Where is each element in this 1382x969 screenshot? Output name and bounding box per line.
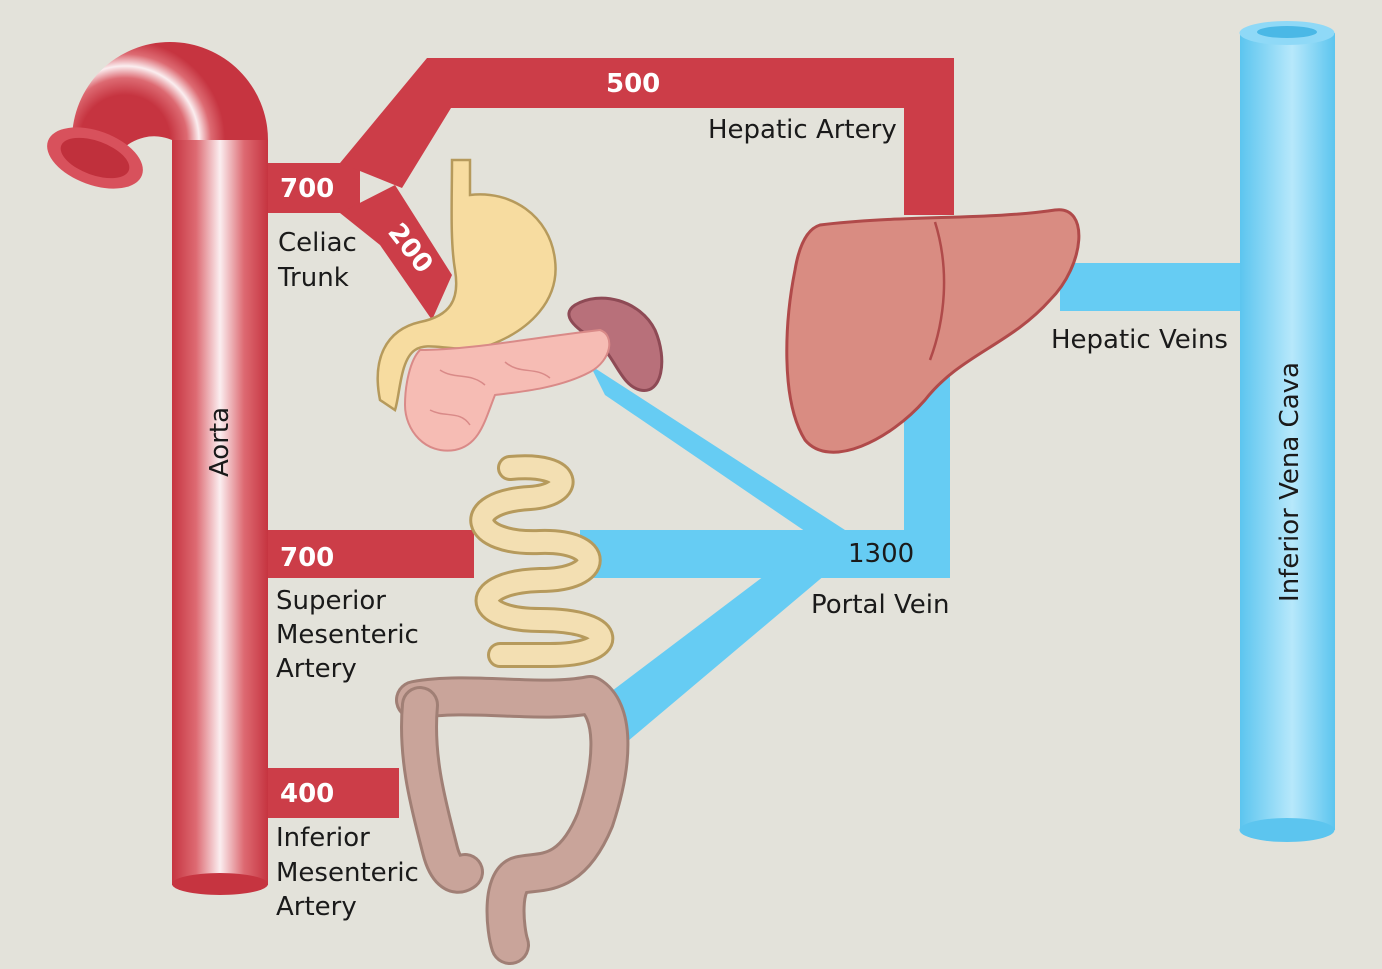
hepatic-artery (340, 58, 954, 215)
small-intestine (469, 454, 615, 668)
celiac-trunk-label-1: Celiac (278, 228, 357, 258)
portal-vein-label: Portal Vein (811, 590, 949, 620)
celiac-branch-artery (340, 185, 452, 320)
inferior-mesenteric-artery (262, 768, 399, 818)
aorta-label: Aorta (205, 407, 235, 477)
superior-mesenteric-artery (262, 530, 474, 578)
inferior-mesenteric-artery-flow: 400 (280, 779, 334, 809)
hepatic-artery-label: Hepatic Artery (708, 115, 897, 145)
inferior-vena-cava-label: Inferior Vena Cava (1275, 362, 1305, 602)
superior-mesenteric-label-3: Artery (276, 654, 357, 684)
inferior-mesenteric-label-2: Mesenteric (276, 858, 419, 888)
hepatic-veins-label: Hepatic Veins (1051, 325, 1228, 355)
hepatic-artery-flow: 500 (606, 69, 660, 99)
superior-mesenteric-label-1: Superior (276, 586, 386, 616)
pancreas (403, 328, 611, 452)
celiac-trunk (262, 58, 954, 320)
stomach (376, 158, 557, 412)
superior-mesenteric-artery-flow: 700 (280, 543, 334, 573)
superior-mesenteric-label-2: Mesenteric (276, 620, 419, 650)
colon (395, 675, 630, 965)
liver (785, 208, 1081, 454)
inferior-mesenteric-label-1: Inferior (276, 823, 370, 853)
portal-vein-flow: 1300 (848, 539, 914, 569)
celiac-trunk-label-2: Trunk (277, 263, 349, 293)
inferior-vena-cava (1239, 21, 1335, 842)
hepatic-veins (1060, 263, 1250, 311)
inferior-mesenteric-label-3: Artery (276, 892, 357, 922)
aorta (47, 42, 268, 895)
portal-vein (580, 330, 950, 752)
celiac-trunk-flow: 700 (280, 174, 334, 204)
